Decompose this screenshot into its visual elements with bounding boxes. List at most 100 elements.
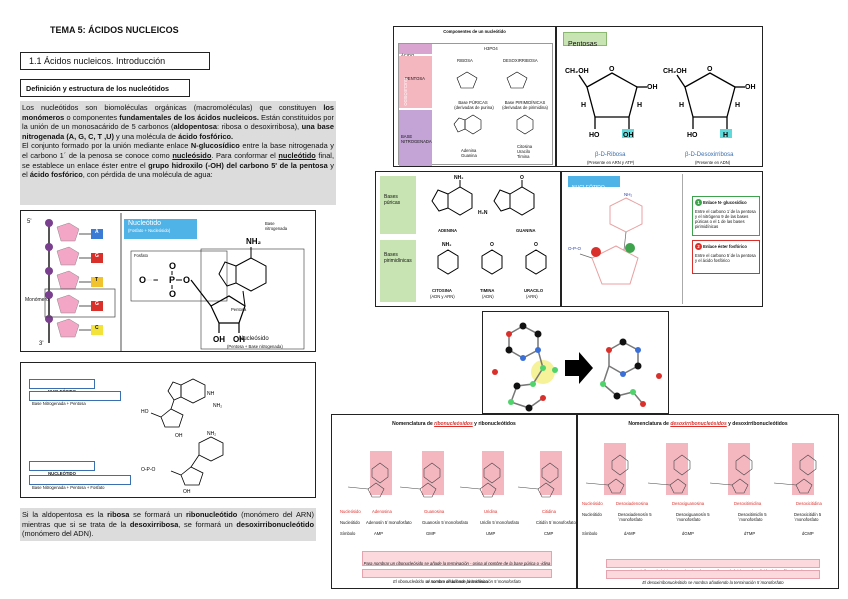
ribose-name: β-D-Ribosa bbox=[595, 152, 626, 158]
svg-text:NH₂: NH₂ bbox=[213, 403, 222, 409]
svg-text:HO: HO bbox=[141, 409, 149, 415]
nucleoside-desc-box: Base Nitrogenada + Pentosa bbox=[29, 391, 121, 406]
nucleotide-tag-sub: (Fosfato + Nucleósido) bbox=[128, 228, 171, 233]
text: Los nucleótidos son biomoléculas orgánic… bbox=[22, 103, 324, 112]
deoxy-row-nucleoside: Nucleósido bbox=[582, 501, 603, 506]
svg-text:HO: HO bbox=[687, 132, 698, 139]
bond2-heading: 2 Enlace éster fosfórico bbox=[695, 243, 757, 250]
intro-paragraph: Los nucleótidos son biomoléculas orgánic… bbox=[20, 101, 336, 205]
text: El conjunto formado por la unión mediant… bbox=[22, 141, 191, 151]
ribo-structures bbox=[347, 462, 559, 498]
nomen-ribo-title-c: y ribonucleótidos bbox=[472, 421, 516, 427]
ribo-nucleoside-1: Adenosina bbox=[372, 509, 392, 514]
text-bold: desoxirribosa bbox=[129, 519, 179, 529]
svg-text:H: H bbox=[735, 102, 740, 109]
svg-text:P: P bbox=[169, 275, 175, 285]
deoxy-pink-3 bbox=[728, 443, 750, 495]
svg-text:O-P-O: O-P-O bbox=[568, 246, 581, 251]
deoxy-note2-box: El desoxirribonucleótido se nombra añadi… bbox=[606, 570, 820, 585]
svg-text:O: O bbox=[183, 275, 190, 285]
deoxy-pink-1 bbox=[604, 443, 626, 495]
page-title: TEMA 5: ÁCIDOS NUCLEICOS bbox=[50, 25, 179, 35]
svg-text:OH: OH bbox=[175, 433, 183, 439]
text-bold: fundamentales de los ácidos nucleicos. bbox=[119, 112, 259, 122]
nomen-deoxy-title-a: Nomenclatura de bbox=[628, 421, 671, 427]
text: final, se establece un enlace éster entr… bbox=[22, 150, 335, 170]
text-bold: aldopentosa bbox=[173, 122, 217, 132]
nomen-deoxy-title-b: desoxirribonucleósidos bbox=[670, 421, 727, 427]
deoxyribose-col: DESOXIRRIBOSA bbox=[503, 58, 538, 63]
deoxy-sub: (Presente en ADN) bbox=[695, 160, 731, 165]
ribo-pink-4 bbox=[540, 451, 562, 495]
adenina-label: ADENINA bbox=[438, 228, 458, 233]
svg-text:−: − bbox=[153, 275, 158, 285]
nucleotide-desc: Base Nitrogenada + Pentosa + Fosfato bbox=[32, 485, 105, 490]
label-base: Base nitrogenada bbox=[265, 221, 288, 231]
pentose-ring bbox=[190, 279, 246, 333]
pentoses-tag: Pentosas bbox=[563, 32, 607, 48]
components-grid: ÁCIDO FOSFÓRICO H3PO4 PENTOSA RIBOSA DES… bbox=[398, 43, 553, 166]
deoxy-nucleoside-4: Desoxicitidina bbox=[796, 501, 822, 506]
bond2-text: Entre el carbono 5´de la pentosa y el ác… bbox=[695, 253, 756, 263]
deoxy-symbol-3: dTMP bbox=[744, 531, 756, 536]
svg-text:CH₂OH: CH₂OH bbox=[565, 68, 589, 75]
deoxy-note1-box: Un desoxirribonucleósido se nombra igual… bbox=[606, 559, 820, 574]
text: Si la aldopentosa es la bbox=[22, 510, 108, 519]
deoxy-nucleotide-3: Desoxitimidín 5´monofosfato bbox=[738, 512, 767, 522]
row-pentose-label: PENTOSA bbox=[405, 76, 425, 81]
label-pentose: Pentosa bbox=[231, 307, 247, 312]
svg-text:O: O bbox=[534, 242, 538, 248]
svg-text:O: O bbox=[609, 66, 615, 73]
bond2-marker bbox=[591, 247, 601, 257]
bond2-number: 2 bbox=[695, 243, 702, 250]
bond2-card: 2 Enlace éster fosfórico Entre el carbon… bbox=[692, 240, 760, 274]
text-bold: ácido fosfórico bbox=[29, 170, 83, 180]
label-3prime: 3' bbox=[39, 341, 44, 347]
text: . Para conformar el bbox=[211, 150, 279, 160]
pyr-label: Bases pirimidínicas bbox=[384, 252, 412, 264]
purine-label-cell: Bases púricas bbox=[380, 176, 416, 234]
bond1-heading: 1 Enlace N- glucosídico bbox=[695, 199, 757, 206]
text: se formará un bbox=[129, 510, 186, 519]
ribo-symbol-2: GMP bbox=[426, 531, 436, 536]
svg-text:CH₂OH: CH₂OH bbox=[663, 68, 687, 75]
ribo-pink-2 bbox=[422, 451, 444, 495]
molecular-model-panel bbox=[482, 311, 669, 414]
svg-text:H: H bbox=[679, 102, 684, 109]
text: o componentes bbox=[64, 112, 120, 122]
pentoses-tag-text: Pentosas bbox=[568, 41, 598, 48]
bond1-number: 1 bbox=[695, 199, 702, 206]
row-phosphoric-value: H3PO4 bbox=[484, 46, 498, 51]
guanina-label: GUANINA bbox=[516, 228, 536, 233]
label-5prime: 5' bbox=[27, 219, 32, 225]
uracilo-sub: (ARN) bbox=[526, 294, 538, 299]
deoxy-nucleotide-4: Desoxicitidín 5´monofosfato bbox=[794, 512, 822, 522]
label-nucleoside-sub: (Pentosa + Base nitrogenada) bbox=[227, 344, 283, 349]
label-phosphate: Fosfato bbox=[134, 253, 148, 258]
bond1-title: Enlace N- glucosídico bbox=[703, 200, 747, 205]
text: Están constituidos por la unión de un mo… bbox=[22, 112, 334, 132]
base-letter-g: G bbox=[95, 253, 99, 259]
ribo-note2-box: El ribonucleótido se nombra añadiendo la… bbox=[362, 569, 552, 584]
pyr-sub: (derivadas de pirimidina) bbox=[502, 105, 548, 110]
bond1-marker bbox=[625, 243, 635, 253]
ribose-sub: (Presente en ARN y ATP) bbox=[587, 160, 635, 165]
deoxy-nucleoside-1: Desoxiadenosina bbox=[616, 501, 649, 506]
deoxy-name: β-D-Desoxirribosa bbox=[685, 152, 734, 158]
text-bold: ácido fosfórico. bbox=[178, 131, 234, 141]
ribo-symbol-3: UMP bbox=[486, 531, 496, 536]
phosphate-group: O O− P O O bbox=[139, 261, 190, 299]
timina-sub: (ADN) bbox=[482, 294, 494, 299]
svg-text:OH: OH bbox=[183, 489, 191, 495]
text-bold: desoxirribonucleótido bbox=[236, 519, 314, 529]
deoxy-nucleoside-2: Desoxiguanosina bbox=[672, 501, 705, 506]
text: (monómero del ARN) mientras que si se tr… bbox=[22, 510, 315, 529]
svg-text:OH: OH bbox=[233, 335, 245, 344]
svg-text:NH: NH bbox=[207, 391, 215, 397]
nucleoside-title-box: NUCLEÓSIDO bbox=[29, 379, 95, 394]
